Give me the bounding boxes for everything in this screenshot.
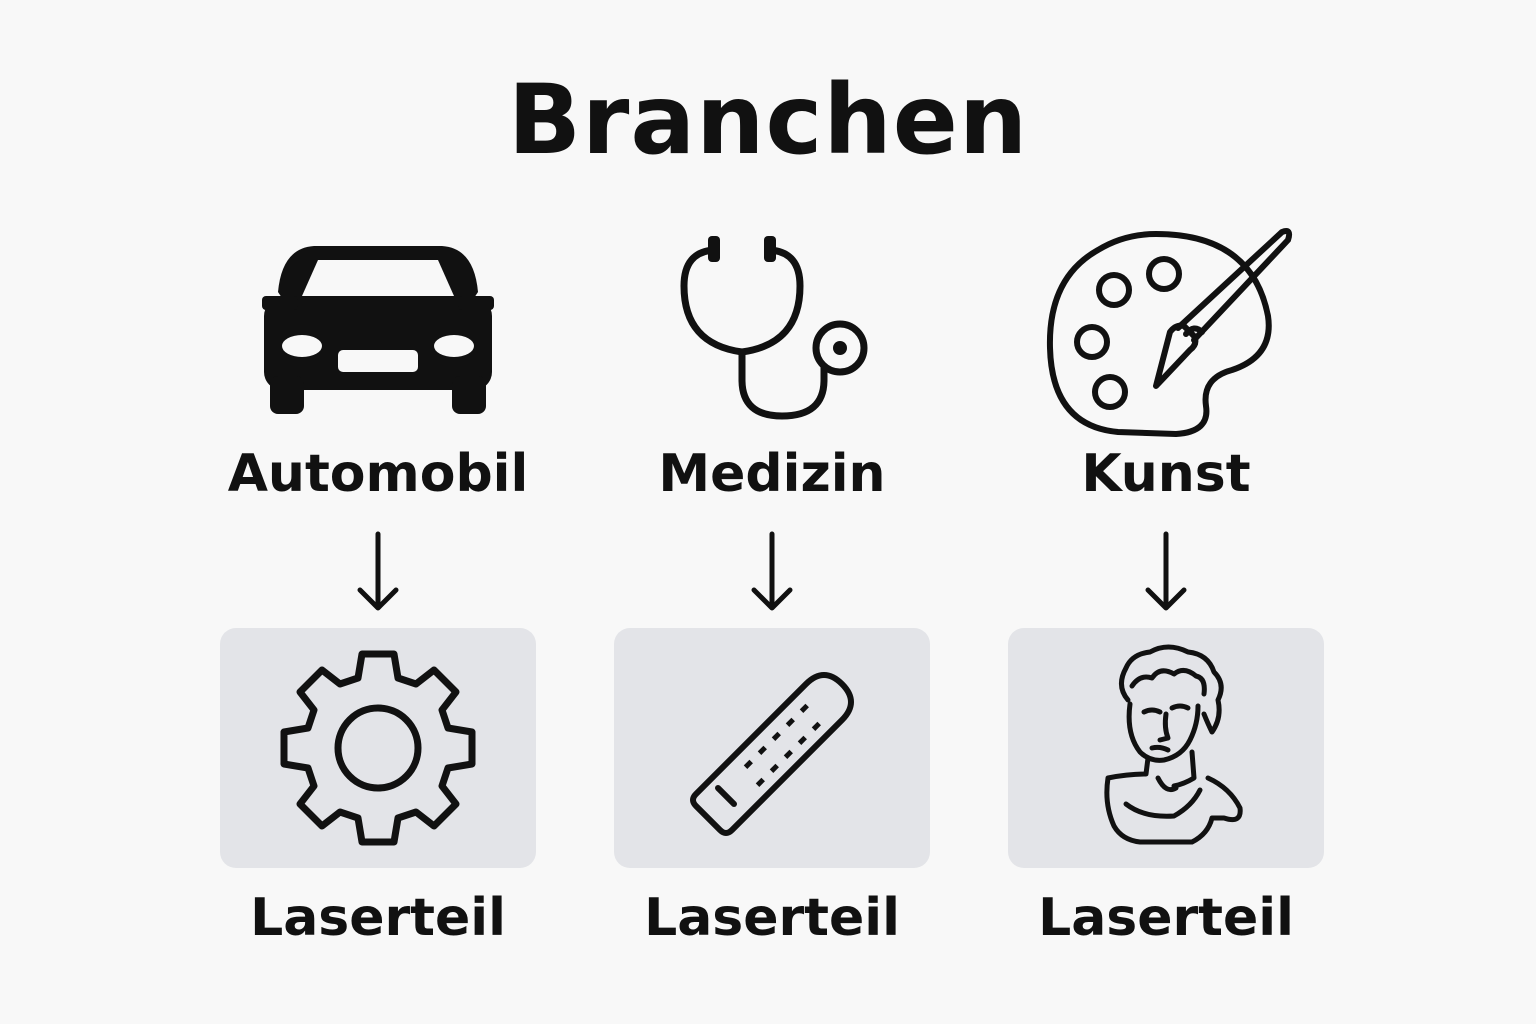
industry-column-medizin: Medizin Laserteil [612,220,932,980]
part-card-medizin [614,628,930,868]
part-label-automobil: Laserteil [250,888,506,948]
gear-icon [280,650,476,846]
bust-sculpture-icon [1104,644,1243,845]
part-label-kunst: Laserteil [1038,888,1294,948]
industry-label-automobil: Automobil [227,444,529,504]
arrow-down-icon [732,528,812,618]
palette-icon [1006,220,1326,440]
arrow-down-icon [338,528,418,618]
thermometer-icon [690,672,854,836]
industry-column-automobil: Automobil Laserteil [218,220,538,980]
part-card-automobil [220,628,536,868]
part-card-kunst [1008,628,1324,868]
industry-label-kunst: Kunst [1081,444,1251,504]
car-icon [218,220,538,440]
industry-column-kunst: Kunst Laserteil [1006,220,1326,980]
arrow-down-icon [1126,528,1206,618]
stethoscope-icon [612,220,932,440]
part-label-medizin: Laserteil [644,888,900,948]
industry-label-medizin: Medizin [658,444,886,504]
page-title: Branchen [507,64,1029,176]
